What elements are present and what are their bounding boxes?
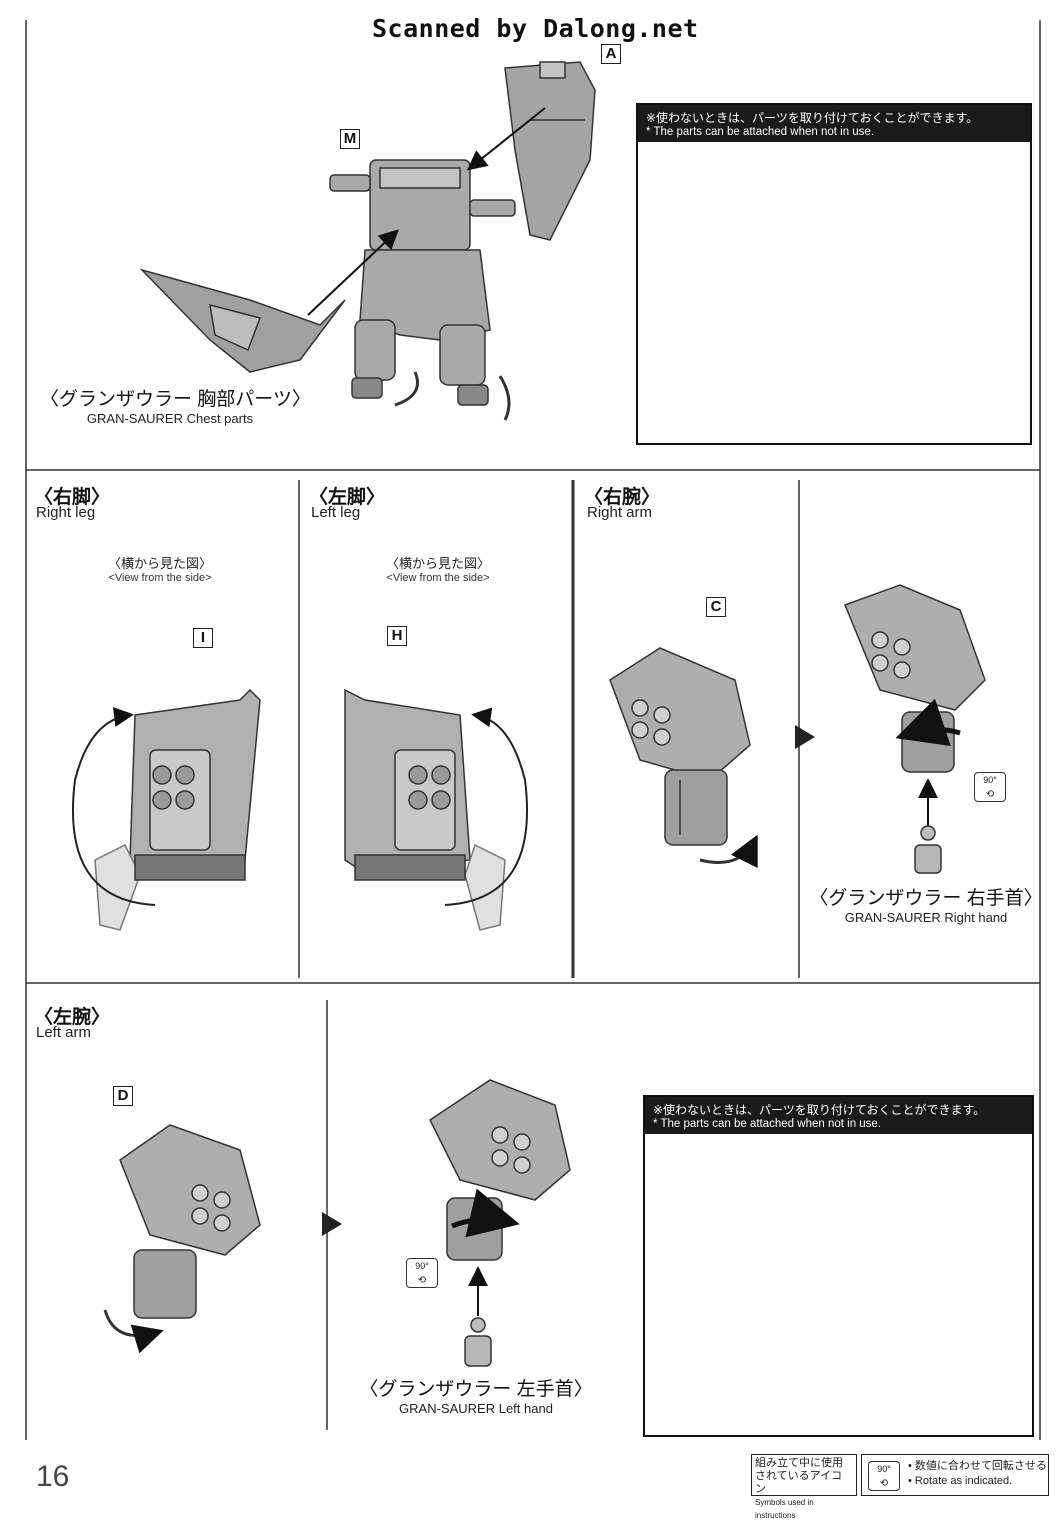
left-hand-caption-en: GRAN-SAURER Left hand xyxy=(399,1401,553,1416)
note-box-top-header: ※使わないときは、パーツを取り付けておくことができます。 * The parts… xyxy=(638,105,1030,142)
right-arm-title-jp: 〈右腕〉 xyxy=(584,487,661,508)
left-leg-view-jp: 〈横から見た図〉 xyxy=(385,556,490,571)
right-leg-title-jp: 〈右脚〉 xyxy=(34,487,111,508)
note-box-top: ※使わないときは、パーツを取り付けておくことができます。 * The parts… xyxy=(636,103,1032,445)
part-letter-d: D xyxy=(113,1086,133,1106)
right-leg-side-view: 〈横から見た図〉 <View from the side> xyxy=(80,553,240,584)
part-letter-a: A xyxy=(601,44,621,64)
part-a-drawing xyxy=(504,61,596,241)
rotate-90-icon: 90°⟲ xyxy=(974,772,1006,802)
right-hand-caption: 〈グランザウラー 右手首〉 GRAN-SAURER Right hand xyxy=(806,883,1046,925)
rotate-90-icon: 90°⟲ xyxy=(406,1258,438,1288)
left-hand-caption-jp: 〈グランザウラー 左手首〉 xyxy=(359,1379,593,1400)
legend-title-en: Symbols used in instructions xyxy=(755,1498,814,1520)
right-hand-caption-jp: 〈グランザウラー 右手首〉 xyxy=(809,888,1043,909)
legend-title: 組み立て中に使用 されているアイコン Symbols used in instr… xyxy=(751,1454,857,1520)
rotate-90-label: 90° xyxy=(983,775,997,785)
legend-description: • 数値に合わせて回転させる • Rotate as indicated. xyxy=(908,1459,1047,1489)
page-number: 16 xyxy=(36,1460,70,1493)
note-box-bottom: ※使わないときは、パーツを取り付けておくことができます。 * The parts… xyxy=(643,1095,1034,1437)
body-m-drawing xyxy=(329,159,516,406)
legend-rotate-icon: 90°⟲ xyxy=(868,1461,900,1491)
note-bottom-en: * The parts can be attached when not in … xyxy=(653,1118,882,1130)
rotate-90-label: 90° xyxy=(415,1261,429,1271)
chest-parts-caption-en: GRAN-SAURER Chest parts xyxy=(86,411,254,426)
right-arm-title-en: Right arm xyxy=(587,504,653,521)
legend-icon-label: 90° xyxy=(877,1464,891,1474)
note-bottom-jp: ※使わないときは、パーツを取り付けておくことができます。 xyxy=(653,1103,986,1117)
left-leg-side-view: 〈横から見た図〉 <View from the side> xyxy=(358,553,518,584)
part-letter-m: M xyxy=(340,129,360,149)
step-arrow-right-arm xyxy=(795,725,815,749)
left-leg-title-en: Left leg xyxy=(311,504,361,521)
step-arrow-left-arm xyxy=(322,1212,342,1236)
part-letter-i: I xyxy=(193,628,213,648)
chest-plate-drawing xyxy=(139,268,346,373)
chest-parts-caption: 〈グランザウラー 胸部パーツ〉 GRAN-SAURER Chest parts xyxy=(40,384,311,426)
right-leg-diagram xyxy=(94,688,261,931)
right-leg-view-en: <View from the side> xyxy=(108,572,212,584)
left-arm-title-en: Left arm xyxy=(36,1024,92,1041)
left-leg-title-jp: 〈左脚〉 xyxy=(309,487,386,508)
legend-desc-en: • Rotate as indicated. xyxy=(908,1475,1013,1487)
right-leg-title-en: Right leg xyxy=(36,504,96,521)
legend-desc-jp: • 数値に合わせて回転させる xyxy=(908,1460,1047,1472)
right-arm-step2-diagram xyxy=(844,584,986,874)
legend-title-jp-1: 組み立て中に使用 xyxy=(755,1457,843,1469)
chest-parts-caption-jp: 〈グランザウラー 胸部パーツ〉 xyxy=(40,389,311,410)
left-arm-title-jp: 〈左腕〉 xyxy=(34,1007,111,1028)
symbol-legend: 組み立て中に使用 されているアイコン Symbols used in instr… xyxy=(751,1454,1049,1520)
right-arm-diagram xyxy=(609,647,751,846)
left-arm-step2-diagram xyxy=(429,1079,571,1367)
note-box-bottom-header: ※使わないときは、パーツを取り付けておくことができます。 * The parts… xyxy=(645,1097,1032,1134)
legend-body: 90°⟲ • 数値に合わせて回転させる • Rotate as indicate… xyxy=(861,1454,1049,1496)
part-letter-c: C xyxy=(706,597,726,617)
scan-watermark: Scanned by Dalong.net xyxy=(372,14,699,43)
left-leg-diagram xyxy=(344,688,506,931)
left-hand-caption: 〈グランザウラー 左手首〉 GRAN-SAURER Left hand xyxy=(356,1374,596,1416)
chest-assembly-diagram xyxy=(139,61,596,421)
left-arm-diagram xyxy=(119,1124,261,1319)
right-leg-view-jp: 〈横から見た図〉 xyxy=(107,556,212,571)
left-leg-view-en: <View from the side> xyxy=(386,572,490,584)
page-frame xyxy=(25,20,1041,1440)
part-letter-h: H xyxy=(387,626,407,646)
note-top-jp: ※使わないときは、パーツを取り付けておくことができます。 xyxy=(646,111,979,125)
note-top-en: * The parts can be attached when not in … xyxy=(646,126,875,138)
legend-title-jp-2: されているアイコン xyxy=(755,1470,843,1495)
right-hand-caption-en: GRAN-SAURER Right hand xyxy=(844,910,1008,925)
